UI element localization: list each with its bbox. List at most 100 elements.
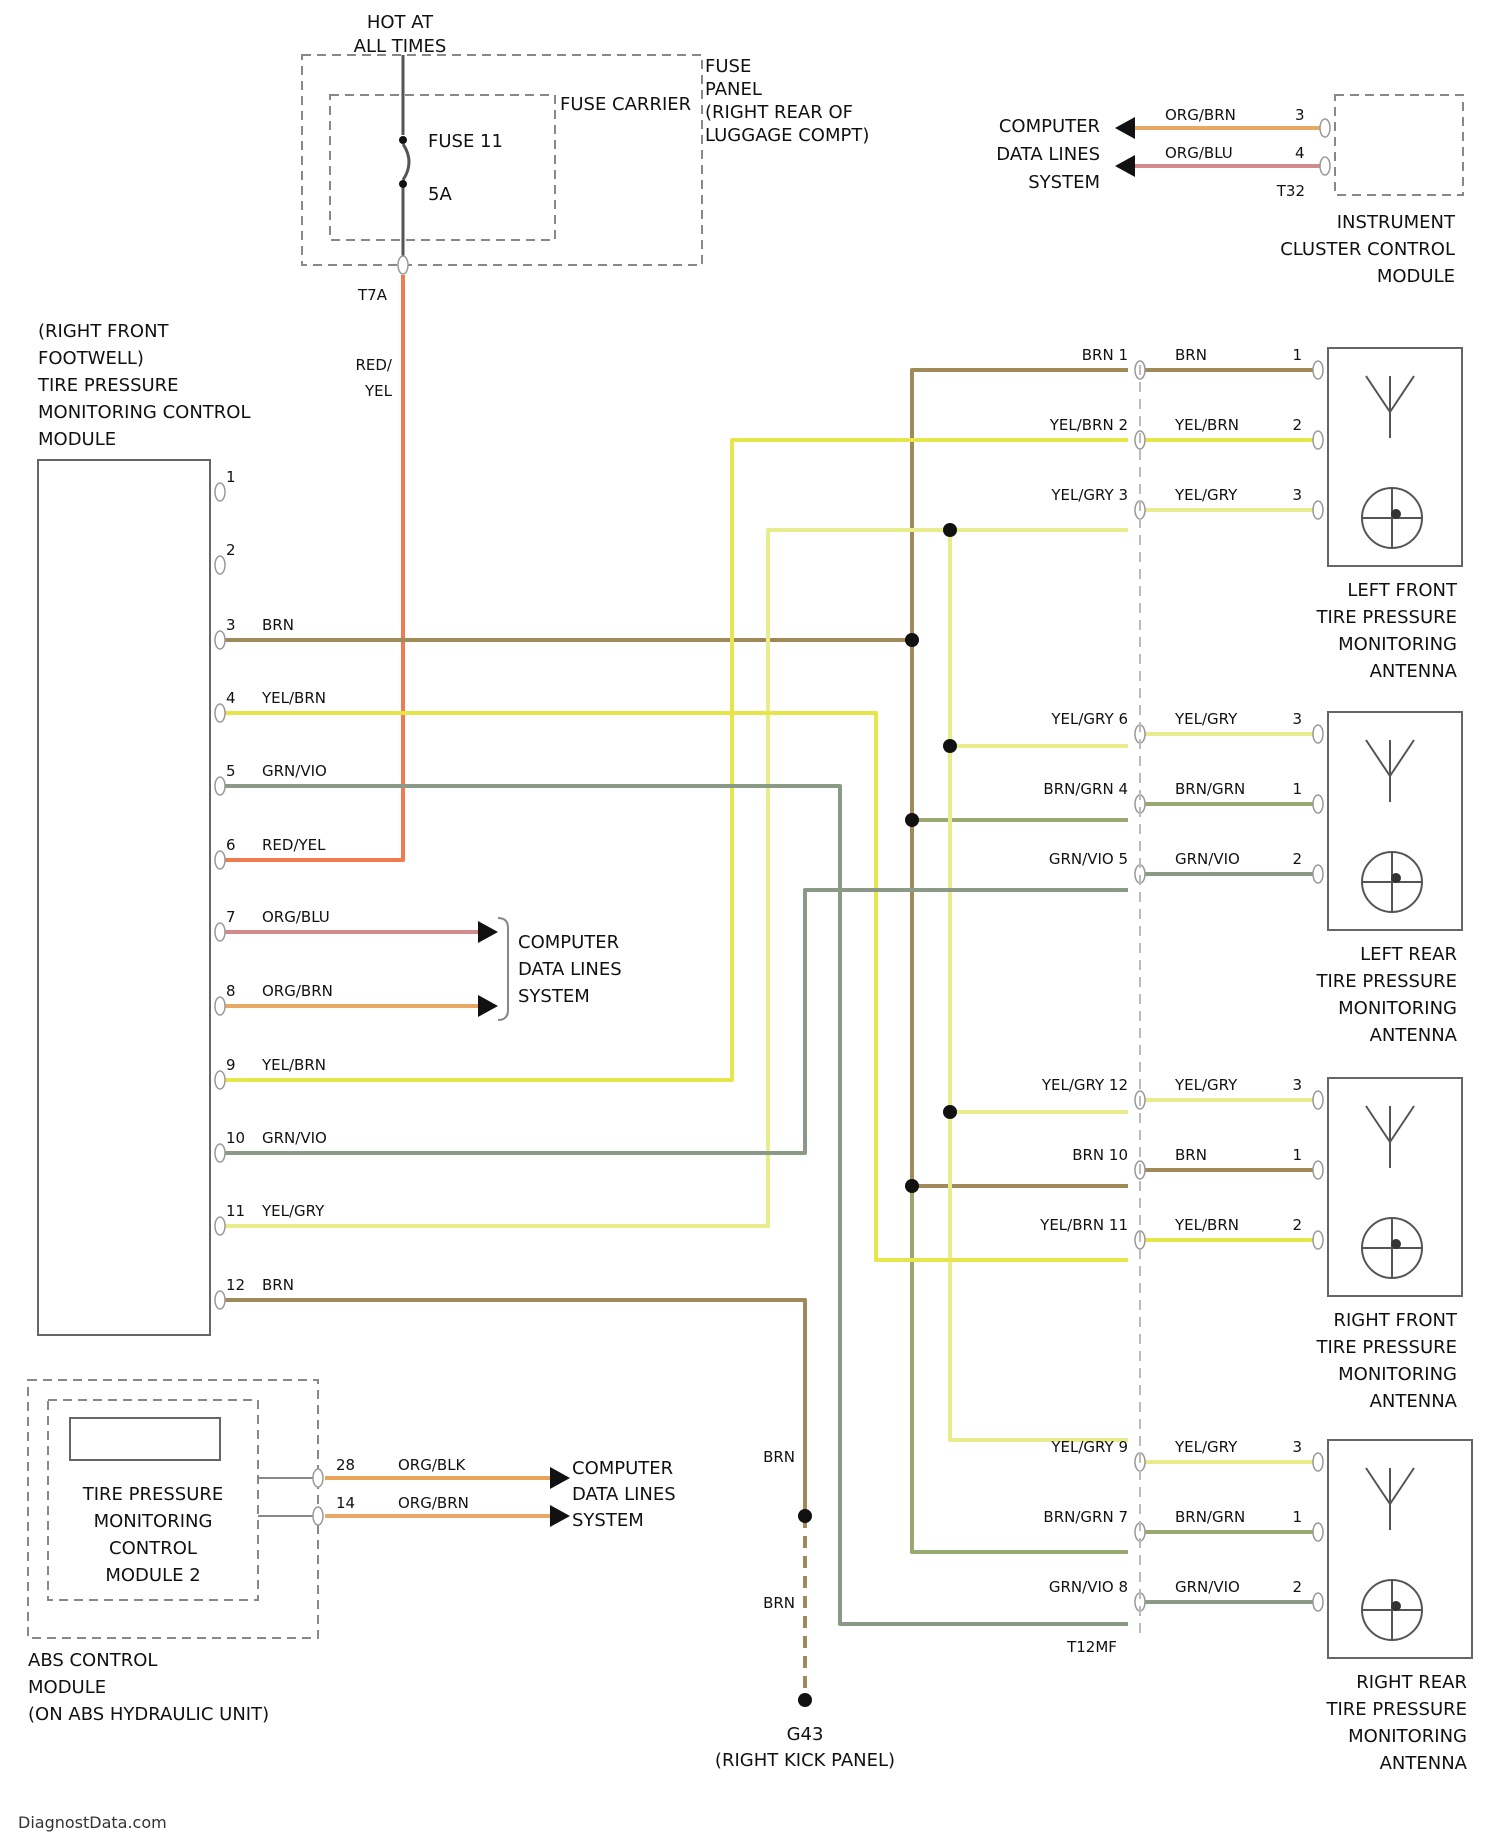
- tpms-pin-number: 10: [226, 1129, 245, 1147]
- arrow-icon: [1115, 117, 1135, 139]
- antenna-wire-right-label: YEL/GRY: [1174, 1076, 1238, 1094]
- cluster-wire-label: ORG/BRN: [1165, 106, 1236, 124]
- cluster-wire-label: ORG/BLU: [1165, 144, 1233, 162]
- tpms-module-pin: [215, 1291, 225, 1309]
- tpms-pin-number: 4: [226, 689, 236, 707]
- antenna-label: LEFT REAR: [1360, 944, 1457, 965]
- antenna-wire-left-label: BRN 1: [1082, 346, 1128, 364]
- antenna-pin: [1313, 1161, 1323, 1179]
- tpms-module-2-label: MODULE 2: [105, 1565, 200, 1586]
- tpms-pin-wire-label: GRN/VIO: [262, 1129, 327, 1147]
- fuse-panel-label: PANEL: [705, 79, 762, 100]
- abs-wire-label: ORG/BRN: [398, 1494, 469, 1512]
- tpms-module-label: MODULE: [38, 429, 116, 450]
- tpms-pin-wire-label: ORG/BLU: [262, 908, 330, 926]
- ground-wire-label: BRN: [763, 1594, 795, 1612]
- fuse-carrier-box: [330, 95, 555, 240]
- module-2-display-icon: [70, 1418, 220, 1460]
- antenna-box: [1328, 348, 1462, 566]
- antenna-wire-left-label: YEL/GRY 3: [1050, 486, 1128, 504]
- antenna-pin: [1313, 1453, 1323, 1471]
- cluster-data-lines-label: COMPUTER: [999, 116, 1100, 137]
- antenna-wire-left-label: YEL/GRY 6: [1050, 710, 1128, 728]
- antenna-wire-right-label: BRN/GRN: [1175, 780, 1245, 798]
- antenna-label: ANTENNA: [1370, 1025, 1458, 1046]
- antenna-label: MONITORING: [1338, 1364, 1457, 1385]
- abs-module-label: (ON ABS HYDRAULIC UNIT): [28, 1704, 269, 1725]
- arrow-icon: [550, 1467, 570, 1489]
- splice-dot: [905, 813, 919, 827]
- arrow-icon: [478, 921, 498, 943]
- antenna-label: TIRE PRESSURE: [1315, 607, 1457, 628]
- tpms-module-2-label: TIRE PRESSURE: [82, 1484, 224, 1505]
- antenna-label: TIRE PRESSURE: [1315, 971, 1457, 992]
- module-data-lines-label: DATA LINES: [518, 959, 622, 980]
- antenna-pin: [1313, 1523, 1323, 1541]
- antenna-label: RIGHT REAR: [1356, 1672, 1467, 1693]
- antenna-wire-left-label: YEL/BRN 2: [1049, 416, 1128, 434]
- antenna-box: [1328, 1440, 1472, 1658]
- antenna-wire-left-label: BRN/GRN 4: [1043, 780, 1128, 798]
- ground-location-label: (RIGHT KICK PANEL): [715, 1750, 895, 1771]
- tpms-module-label: TIRE PRESSURE: [37, 375, 179, 396]
- antenna-icon: [1366, 376, 1414, 438]
- arrow-icon: [550, 1505, 570, 1527]
- fuse-label: FUSE 11: [428, 131, 503, 152]
- red-yel-label: YEL: [364, 382, 393, 400]
- antenna-pin-label: 3: [1292, 710, 1302, 728]
- fuse-panel-label: LUGGAGE COMPT): [705, 125, 869, 146]
- hot-at-all-times-label: ALL TIMES: [354, 36, 447, 57]
- antenna-pin-label: 2: [1292, 1578, 1302, 1596]
- antenna-pin-label: 1: [1292, 1146, 1302, 1164]
- tpms-module-pin: [215, 556, 225, 574]
- fuse-panel-box: [302, 55, 702, 265]
- wire-brn-grn-rr: [912, 1186, 1128, 1552]
- antenna-pin: [1313, 725, 1323, 743]
- tpms-pin-wire-label: BRN: [262, 616, 294, 634]
- tpms-pin-number: 6: [226, 836, 236, 854]
- instrument-cluster-label: INSTRUMENT: [1337, 212, 1456, 233]
- data-brace: [498, 918, 508, 1020]
- tpms-module-label: FOOTWELL): [38, 348, 144, 369]
- tpms-pin-number: 2: [226, 541, 236, 559]
- antenna-wire-left-label: GRN/VIO 5: [1049, 850, 1128, 868]
- wire-yel-brn-4: [225, 713, 1128, 1260]
- antenna-pin: [1313, 431, 1323, 449]
- antenna-wire-left-label: GRN/VIO 8: [1049, 1578, 1128, 1596]
- abs-wire-label: ORG/BLK: [398, 1456, 467, 1474]
- antenna-pin: [1313, 795, 1323, 813]
- antenna-wire-right-label: YEL/BRN: [1174, 1216, 1239, 1234]
- cluster-connector-label: T32: [1276, 182, 1305, 200]
- fuse-panel-label: FUSE: [705, 56, 751, 77]
- connector-pin: [1320, 119, 1330, 137]
- antenna-wire-left-label: BRN/GRN 7: [1043, 1508, 1128, 1526]
- abs-pin-label: 14: [336, 1494, 355, 1512]
- tpms-module-pin: [215, 851, 225, 869]
- instrument-cluster-label: CLUSTER CONTROL: [1280, 239, 1455, 260]
- antenna-pin-label: 1: [1292, 780, 1302, 798]
- antenna-box: [1328, 712, 1462, 930]
- tpms-pin-number: 3: [226, 616, 236, 634]
- antenna-label: LEFT FRONT: [1347, 580, 1458, 601]
- terminal-label: T7A: [357, 286, 388, 304]
- connector-pin: [313, 1469, 323, 1487]
- splice-dot: [905, 1179, 919, 1193]
- tpms-pin-wire-label: RED/YEL: [262, 836, 326, 854]
- antenna-label: ANTENNA: [1380, 1753, 1468, 1774]
- antenna-pin-label: 3: [1292, 1076, 1302, 1094]
- tpms-pin-number: 9: [226, 1056, 236, 1074]
- instrument-cluster-label: MODULE: [1377, 266, 1455, 287]
- antenna-label: RIGHT FRONT: [1333, 1310, 1458, 1331]
- antenna-wire-left-label: BRN 10: [1072, 1146, 1128, 1164]
- tpms-module-2-label: CONTROL: [109, 1538, 197, 1559]
- fuse-panel-label: (RIGHT REAR OF: [705, 102, 853, 123]
- fuse-icon: [403, 144, 409, 180]
- wire-yel-gry-bus: [950, 530, 1128, 1440]
- antenna-label: ANTENNA: [1370, 1391, 1458, 1412]
- antenna-wire-right-label: GRN/VIO: [1175, 1578, 1240, 1596]
- abs-module-label: MODULE: [28, 1677, 106, 1698]
- tpms-pin-wire-label: YEL/GRY: [261, 1202, 325, 1220]
- splice-dot: [943, 739, 957, 753]
